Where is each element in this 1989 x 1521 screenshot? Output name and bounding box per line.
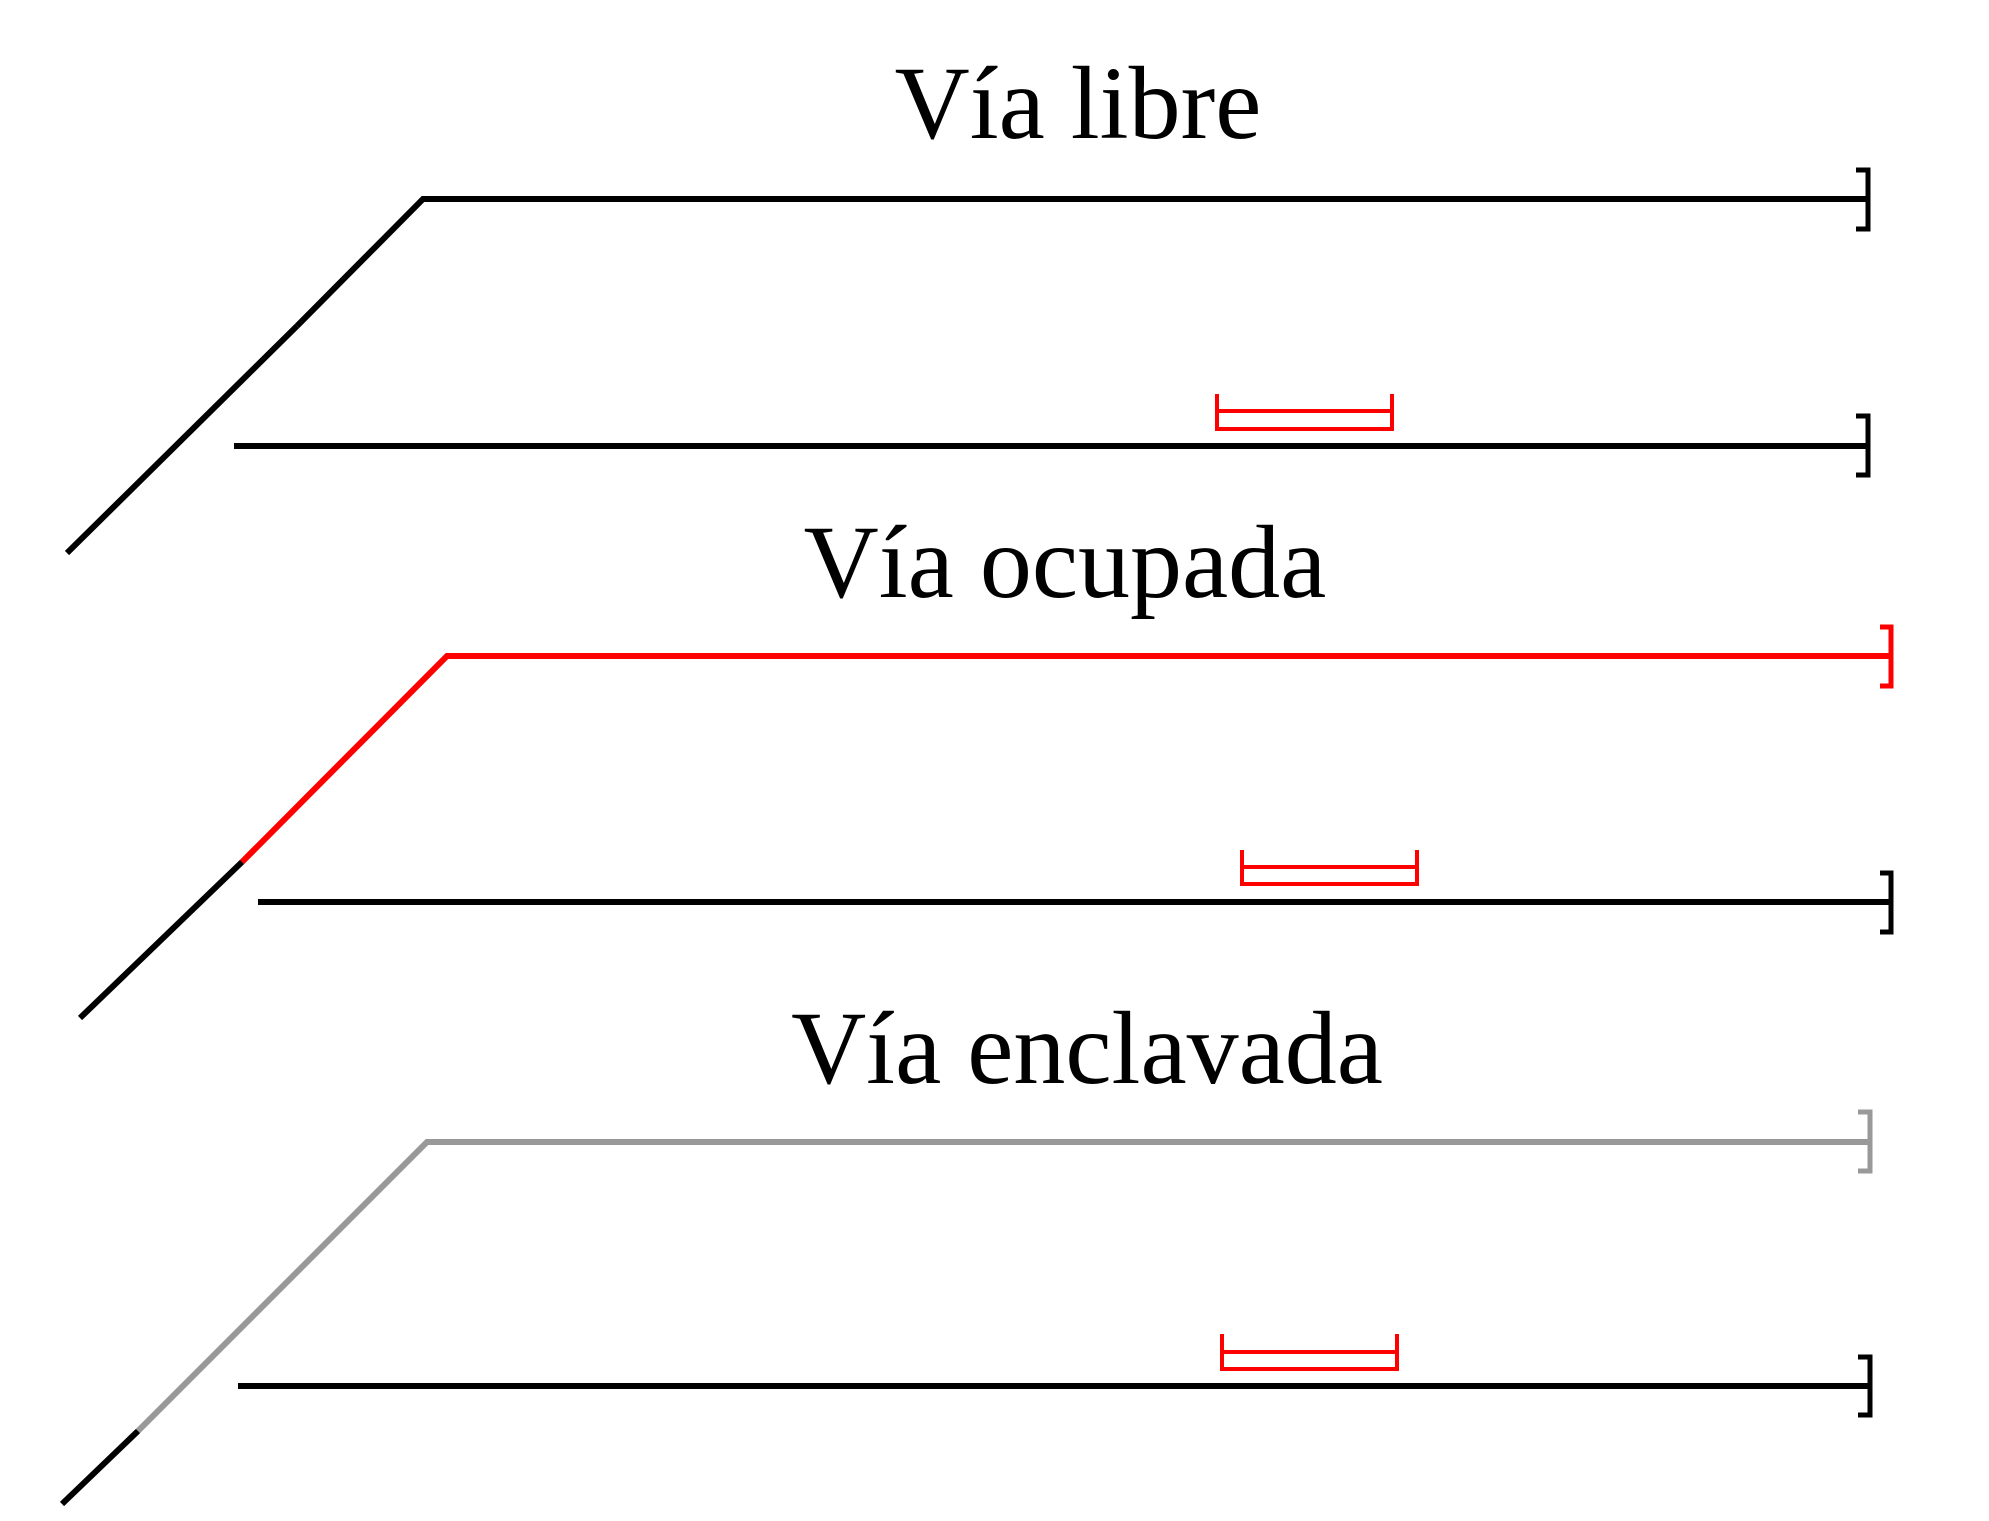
panel-title: Vía libre: [895, 46, 1262, 161]
panel-via-ocupada: Vía ocupada: [77, 505, 1894, 1021]
upper-track-end-stop: [1880, 624, 1894, 689]
train-marker: [1215, 394, 1394, 431]
lower-track-end-stop: [1858, 1354, 1873, 1418]
lower-track-end-stop: [1856, 413, 1871, 478]
train-marker: [1240, 850, 1419, 886]
diagonal-lower-segment: [59, 1428, 141, 1507]
upper-track: [135, 1139, 1870, 1434]
diagonal-lower-segment: [64, 323, 300, 556]
panel-title: Vía enclavada: [791, 991, 1383, 1106]
upper-track-end-stop: [1858, 1109, 1873, 1174]
panel-via-enclavada: Vía enclavada: [59, 991, 1873, 1507]
lower-track-end-stop: [1880, 870, 1894, 935]
panel-title: Vía ocupada: [804, 505, 1327, 620]
diagonal-lower-segment: [77, 859, 245, 1021]
upper-track-end-stop: [1856, 167, 1871, 232]
panel-via-libre: Vía libre: [64, 46, 1871, 556]
train-marker: [1220, 1334, 1399, 1371]
upper-track: [294, 196, 1868, 329]
upper-track: [239, 653, 1891, 865]
